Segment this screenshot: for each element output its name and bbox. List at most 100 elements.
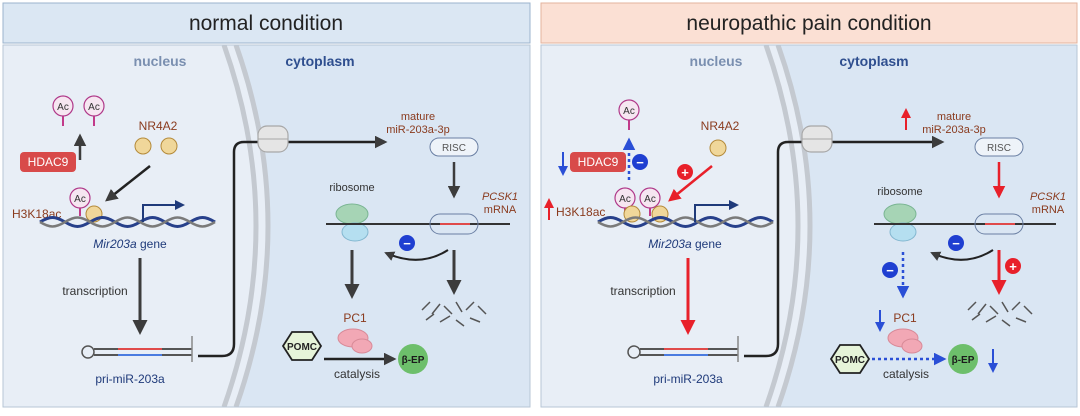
svg-text:+: +	[1009, 259, 1017, 274]
left-ac-top-1: Ac	[52, 95, 74, 126]
svg-text:β-EP: β-EP	[952, 355, 975, 366]
left-pri-label: pri-miR-203a	[95, 372, 165, 386]
left-inhibition-curve	[384, 249, 449, 261]
svg-text:+: +	[681, 165, 689, 180]
left-nucleus-label: nucleus	[134, 53, 187, 69]
svg-text:−: −	[952, 236, 960, 251]
left-panel: normal condition nucleus cytoplasm Ac Ac…	[2, 2, 531, 408]
right-ac-mid-2: Ac	[639, 187, 661, 216]
left-mature-line1: mature	[401, 111, 435, 123]
svg-text:RISC: RISC	[987, 143, 1011, 154]
left-pc1-label: PC1	[343, 311, 367, 325]
left-nr4a2-binding-arrow	[105, 165, 151, 202]
left-risc-complex: RISC	[429, 137, 479, 157]
right-mature-line2: miR-203a-3p	[922, 124, 986, 136]
left-ac-top-2: Ac	[83, 95, 105, 126]
right-minus-badge-translation: −	[882, 262, 898, 278]
right-hdac9-box: HDAC9	[570, 152, 626, 172]
left-nr4a2-label: NR4A2	[139, 119, 178, 133]
right-nr4a2-dot	[709, 139, 727, 157]
svg-text:Ac: Ac	[619, 194, 631, 205]
right-plus-badge-degradation: +	[1005, 258, 1021, 274]
left-mrna-label: mRNA	[484, 204, 517, 216]
left-nr4a2-dot-2	[160, 137, 178, 155]
left-dna-helix	[39, 216, 216, 228]
left-pomc-hexagon: POMC	[281, 331, 323, 361]
svg-text:β-EP: β-EP	[402, 355, 425, 366]
right-pri-mirna	[627, 336, 739, 362]
left-catalysis-label: catalysis	[334, 367, 380, 381]
right-ribosome-label: ribosome	[877, 186, 922, 198]
right-panel: neuropathic pain condition nucleus cytop…	[540, 2, 1078, 408]
right-pri-label: pri-miR-203a	[653, 372, 723, 386]
right-catalysis-label: catalysis	[883, 367, 929, 381]
left-cytoplasm-label: cytoplasm	[285, 53, 354, 69]
right-ribosome	[883, 203, 917, 242]
right-pc1-label: PC1	[893, 311, 917, 325]
left-promoter-arrow	[142, 200, 185, 222]
right-pcsk1-label: PCSK1	[1030, 191, 1066, 203]
right-nr4a2-binding-arrow	[668, 165, 713, 202]
left-transcription-label: transcription	[62, 284, 127, 298]
right-degraded-mrna-icon	[967, 301, 1033, 327]
left-export-line	[198, 135, 388, 358]
right-ac-top: Ac	[618, 99, 640, 130]
svg-text:RISC: RISC	[442, 143, 466, 154]
right-minus-badge-hdac: −	[632, 154, 648, 170]
left-hdac9-box: HDAC9	[20, 152, 76, 172]
right-nuclear-membrane-outer	[775, 45, 813, 407]
right-nuclear-pore	[801, 125, 833, 153]
svg-text:Ac: Ac	[57, 102, 69, 113]
svg-text:POMC: POMC	[287, 342, 317, 353]
svg-text:−: −	[403, 236, 411, 251]
left-pri-mirna	[81, 336, 193, 362]
right-export-line	[744, 135, 945, 358]
right-cytoplasm-region	[778, 45, 1077, 407]
left-ribosome-label: ribosome	[329, 182, 374, 194]
right-nuclear-membrane-inner	[763, 45, 801, 407]
right-plus-badge-nr4a2: +	[677, 164, 693, 180]
right-pomc-hexagon: POMC	[829, 344, 871, 374]
right-transcription-label: transcription	[610, 284, 675, 298]
right-mrna-label: mRNA	[1032, 204, 1065, 216]
svg-text:Ac: Ac	[644, 194, 656, 205]
left-header-title: normal condition	[189, 12, 343, 35]
right-nucleus-label: nucleus	[690, 53, 743, 69]
right-risc-complex: RISC	[974, 137, 1024, 157]
right-cytoplasm-label: cytoplasm	[839, 53, 908, 69]
left-pcsk1-label: PCSK1	[482, 191, 518, 203]
svg-text:HDAC9: HDAC9	[28, 155, 69, 169]
right-minus-badge-curve: −	[948, 235, 964, 251]
right-inhibition-curve	[930, 249, 994, 261]
right-mature-line1: mature	[937, 111, 971, 123]
left-pc1-protein	[337, 328, 373, 354]
left-ribosome	[335, 203, 369, 242]
svg-text:Ac: Ac	[88, 102, 100, 113]
right-bep-circle: β-EP	[948, 344, 978, 374]
svg-text:Ac: Ac	[623, 106, 635, 117]
left-gene-label: Mir203a gene	[93, 237, 167, 251]
svg-text:POMC: POMC	[835, 355, 865, 366]
left-ac-mid: Ac	[69, 187, 91, 216]
right-risc-on-mrna	[974, 213, 1024, 235]
left-degraded-mrna-icon	[421, 301, 487, 327]
right-h3k18ac-label: H3K18ac	[556, 205, 605, 219]
right-gene-label: Mir203a gene	[648, 237, 722, 251]
left-cytoplasm-region	[236, 45, 530, 407]
left-bep-circle: β-EP	[398, 344, 428, 374]
svg-text:HDAC9: HDAC9	[578, 155, 619, 169]
svg-text:−: −	[636, 155, 644, 170]
right-header-title: neuropathic pain condition	[686, 12, 931, 35]
left-mature-line2: miR-203a-3p	[386, 124, 450, 136]
right-nr4a2-label: NR4A2	[701, 119, 740, 133]
left-nuclear-pore	[257, 125, 289, 153]
left-minus-badge: −	[399, 235, 415, 251]
svg-text:−: −	[886, 263, 894, 278]
svg-text:Ac: Ac	[74, 194, 86, 205]
right-ac-mid-1: Ac	[614, 187, 636, 216]
right-dna-helix	[597, 216, 774, 228]
left-nuclear-membrane-outer	[233, 45, 271, 407]
right-promoter-arrow	[694, 200, 739, 222]
left-nuclear-membrane-inner	[221, 45, 259, 407]
